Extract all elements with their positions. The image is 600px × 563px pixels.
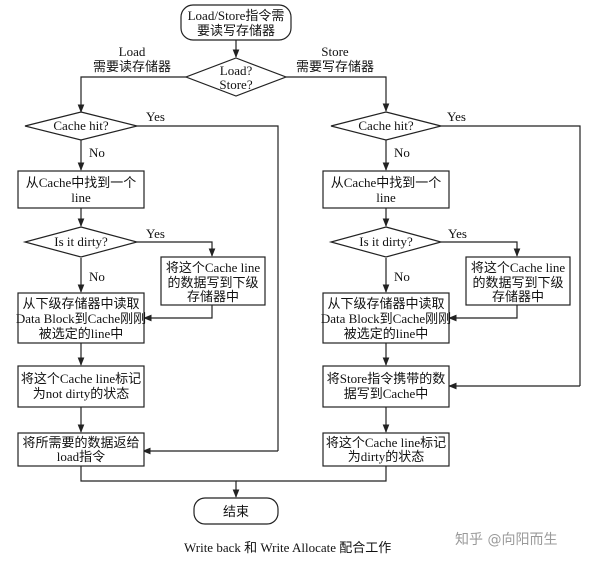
start-line-1: Load/Store指令需 (188, 8, 285, 23)
left-writeback-box: 将这个Cache line 的数据写到下级 存储器中 (160, 256, 266, 306)
left-read-block-box: 从下级存储器中读取 Data Block到Cache刚刚 被选定的line中 (16, 292, 146, 344)
load-label: Load (119, 44, 146, 59)
svg-text:将这个Cache line: 将这个Cache line (471, 260, 565, 275)
svg-text:将Store指令携带的数: 将Store指令携带的数 (327, 371, 445, 386)
left-dirty-no-label: No (89, 269, 105, 284)
start-node: Load/Store指令需 要读写存储器 (180, 4, 292, 41)
svg-text:被选定的line中: 被选定的line中 (39, 326, 124, 341)
right-dirty-no-label: No (394, 269, 410, 284)
right-mark-dirty-box: 将这个Cache line标记 为dirty的状态 (322, 432, 450, 467)
svg-text:的数据写到下级: 的数据写到下级 (167, 275, 258, 290)
left-dirty-yes-label: Yes (146, 226, 165, 241)
load-sublabel: 需要读存储器 (93, 59, 171, 74)
svg-text:将所需要的数据返给: 将所需要的数据返给 (22, 435, 139, 450)
svg-text:从下级存储器中读取: 从下级存储器中读取 (22, 296, 139, 311)
left-mark-not-dirty-box: 将这个Cache line标记 为not dirty的状态 (17, 365, 145, 408)
left-return-data-box: 将所需要的数据返给 load指令 (17, 432, 145, 467)
svg-text:Is it dirty?: Is it dirty? (54, 234, 108, 249)
svg-text:Data Block到Cache刚刚: Data Block到Cache刚刚 (321, 311, 451, 326)
svg-text:从下级存储器中读取: 从下级存储器中读取 (327, 296, 444, 311)
svg-text:存储器中: 存储器中 (492, 289, 544, 304)
svg-text:从Cache中找到一个: 从Cache中找到一个 (26, 175, 136, 190)
svg-text:为dirty的状态: 为dirty的状态 (348, 449, 425, 464)
left-find-line-box: 从Cache中找到一个 line (17, 170, 145, 209)
left-cache-hit-decision: Cache hit? (24, 111, 138, 141)
end-node: 结束 (193, 497, 279, 525)
svg-text:存储器中: 存储器中 (187, 289, 239, 304)
svg-text:将这个Cache line标记: 将这个Cache line标记 (326, 435, 446, 450)
figure-caption: Write back 和 Write Allocate 配合工作 (184, 540, 391, 555)
right-read-block-box: 从下级存储器中读取 Data Block到Cache刚刚 被选定的line中 (321, 292, 451, 344)
svg-text:Cache hit?: Cache hit? (358, 118, 413, 133)
svg-text:被选定的line中: 被选定的line中 (344, 326, 429, 341)
left-hit-yes-label: Yes (146, 109, 165, 124)
left-dirty-decision: Is it dirty? (22, 226, 140, 258)
right-writeback-box: 将这个Cache line 的数据写到下级 存储器中 (465, 256, 571, 306)
svg-text:line: line (376, 190, 396, 205)
svg-text:Is it dirty?: Is it dirty? (359, 234, 413, 249)
svg-text:从Cache中找到一个: 从Cache中找到一个 (331, 175, 441, 190)
svg-text:的数据写到下级: 的数据写到下级 (472, 275, 563, 290)
decision-line-1: Load? (220, 63, 253, 78)
right-hit-yes-label: Yes (447, 109, 466, 124)
svg-text:据写到Cache中: 据写到Cache中 (344, 386, 428, 401)
right-cache-hit-decision: Cache hit? (330, 111, 442, 141)
svg-text:Cache hit?: Cache hit? (53, 118, 108, 133)
right-dirty-yes-label: Yes (448, 226, 467, 241)
left-hit-no-label: No (89, 145, 105, 160)
right-find-line-box: 从Cache中找到一个 line (322, 170, 450, 209)
store-sublabel: 需要写存储器 (296, 59, 374, 74)
connectors (77, 40, 581, 498)
watermark: 知乎 @向阳而生 (455, 531, 557, 548)
svg-text:结束: 结束 (223, 504, 249, 519)
decision-line-2: Store? (219, 77, 252, 92)
svg-text:load指令: load指令 (57, 449, 105, 464)
svg-text:为not dirty的状态: 为not dirty的状态 (33, 386, 129, 401)
start-line-2: 要读写存储器 (197, 23, 275, 38)
load-store-decision: Load? Store? (184, 57, 288, 97)
store-label: Store (321, 44, 349, 59)
right-write-store-data-box: 将Store指令携带的数 据写到Cache中 (322, 365, 450, 408)
svg-text:将这个Cache line标记: 将这个Cache line标记 (21, 371, 141, 386)
right-hit-no-label: No (394, 145, 410, 160)
svg-text:Data Block到Cache刚刚: Data Block到Cache刚刚 (16, 311, 146, 326)
svg-text:line: line (71, 190, 91, 205)
right-dirty-decision: Is it dirty? (328, 226, 444, 258)
svg-text:将这个Cache line: 将这个Cache line (166, 260, 260, 275)
